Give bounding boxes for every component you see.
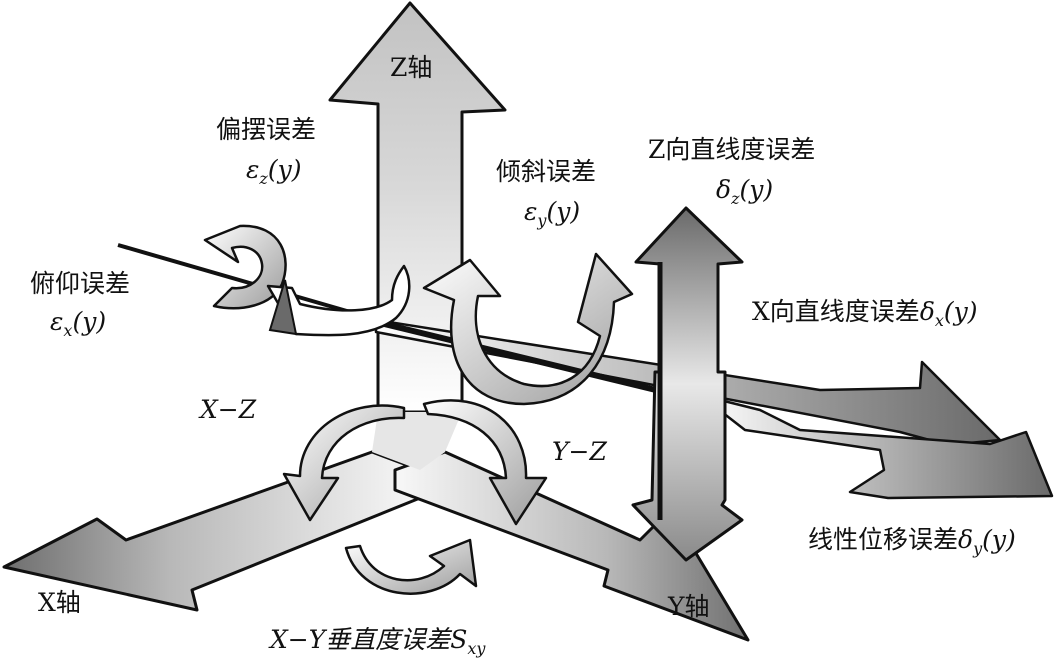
yaw-error-label: 偏摆误差 <box>216 115 316 144</box>
x-axis-arrow <box>2 450 422 612</box>
roll-error-label: 倾斜误差 <box>496 157 596 186</box>
z-straightness-label: Z向直线度误差 <box>648 135 815 164</box>
roll-error-symbol: εy(y) <box>524 197 580 230</box>
xz-plane-label: X−Z <box>198 395 257 424</box>
pitch-rod <box>117 243 379 322</box>
xy-perpendicularity-label: X−Y垂直度误差Sxy <box>268 625 486 658</box>
pitch-error-label: 俯仰误差 <box>30 269 130 298</box>
pitch-curl-arrow <box>266 264 411 337</box>
yz-perpendicularity-arrow <box>422 399 548 526</box>
y-axis-label: Y轴 <box>667 592 710 621</box>
pitch-error-symbol: εx(y) <box>50 307 106 340</box>
linear-displacement-label: 线性位移误差δy(y) <box>808 525 1016 558</box>
beam-line <box>375 319 665 395</box>
yz-plane-label: Y−Z <box>552 437 607 466</box>
roll-curl-arrow <box>422 252 634 406</box>
yaw-curl-arrow <box>203 224 287 310</box>
xy-perpendicularity-arrow <box>344 538 478 595</box>
x-axis-label: X轴 <box>38 588 81 617</box>
pitch-arrow-head <box>268 279 298 336</box>
z-axis-label: Z轴 <box>390 53 432 82</box>
xz-perpendicularity-arrow <box>282 404 406 522</box>
linear-displacement-arrow <box>698 393 1054 500</box>
x-straightness-label: X向直线度误差δx(y) <box>752 297 978 330</box>
z-straightness-symbol: δz(y) <box>716 175 773 208</box>
axis-corner-shading <box>372 412 462 470</box>
yaw-error-symbol: εz(y) <box>246 155 302 188</box>
